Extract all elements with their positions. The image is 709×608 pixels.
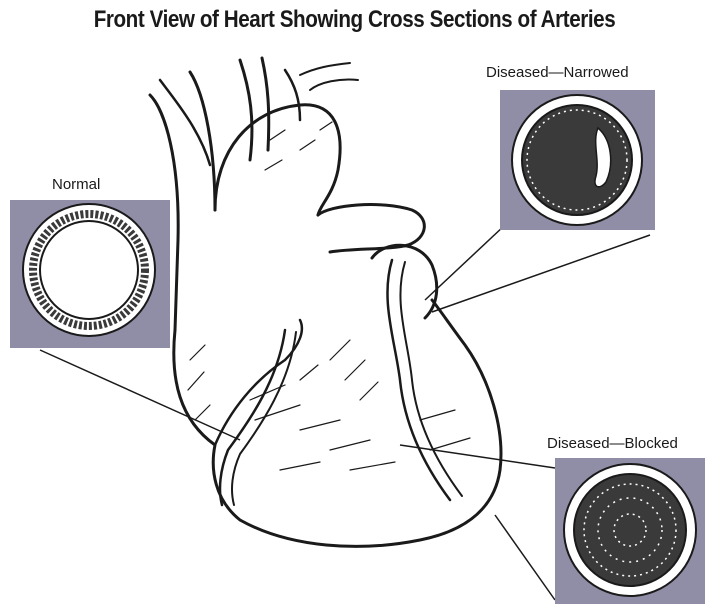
artery-lumen-normal (40, 221, 138, 319)
heart-illustration (150, 58, 501, 546)
cross-section-blocked (555, 458, 705, 604)
leader-line-normal (40, 350, 240, 440)
leader-line-narrowed-2 (432, 235, 650, 312)
plaque-blocked (574, 474, 686, 586)
leader-line-narrowed-1 (425, 225, 505, 300)
cross-section-normal (10, 200, 170, 348)
cross-section-narrowed (500, 90, 655, 230)
leader-line-blocked-2 (495, 515, 555, 600)
plaque-narrowed (522, 105, 632, 215)
